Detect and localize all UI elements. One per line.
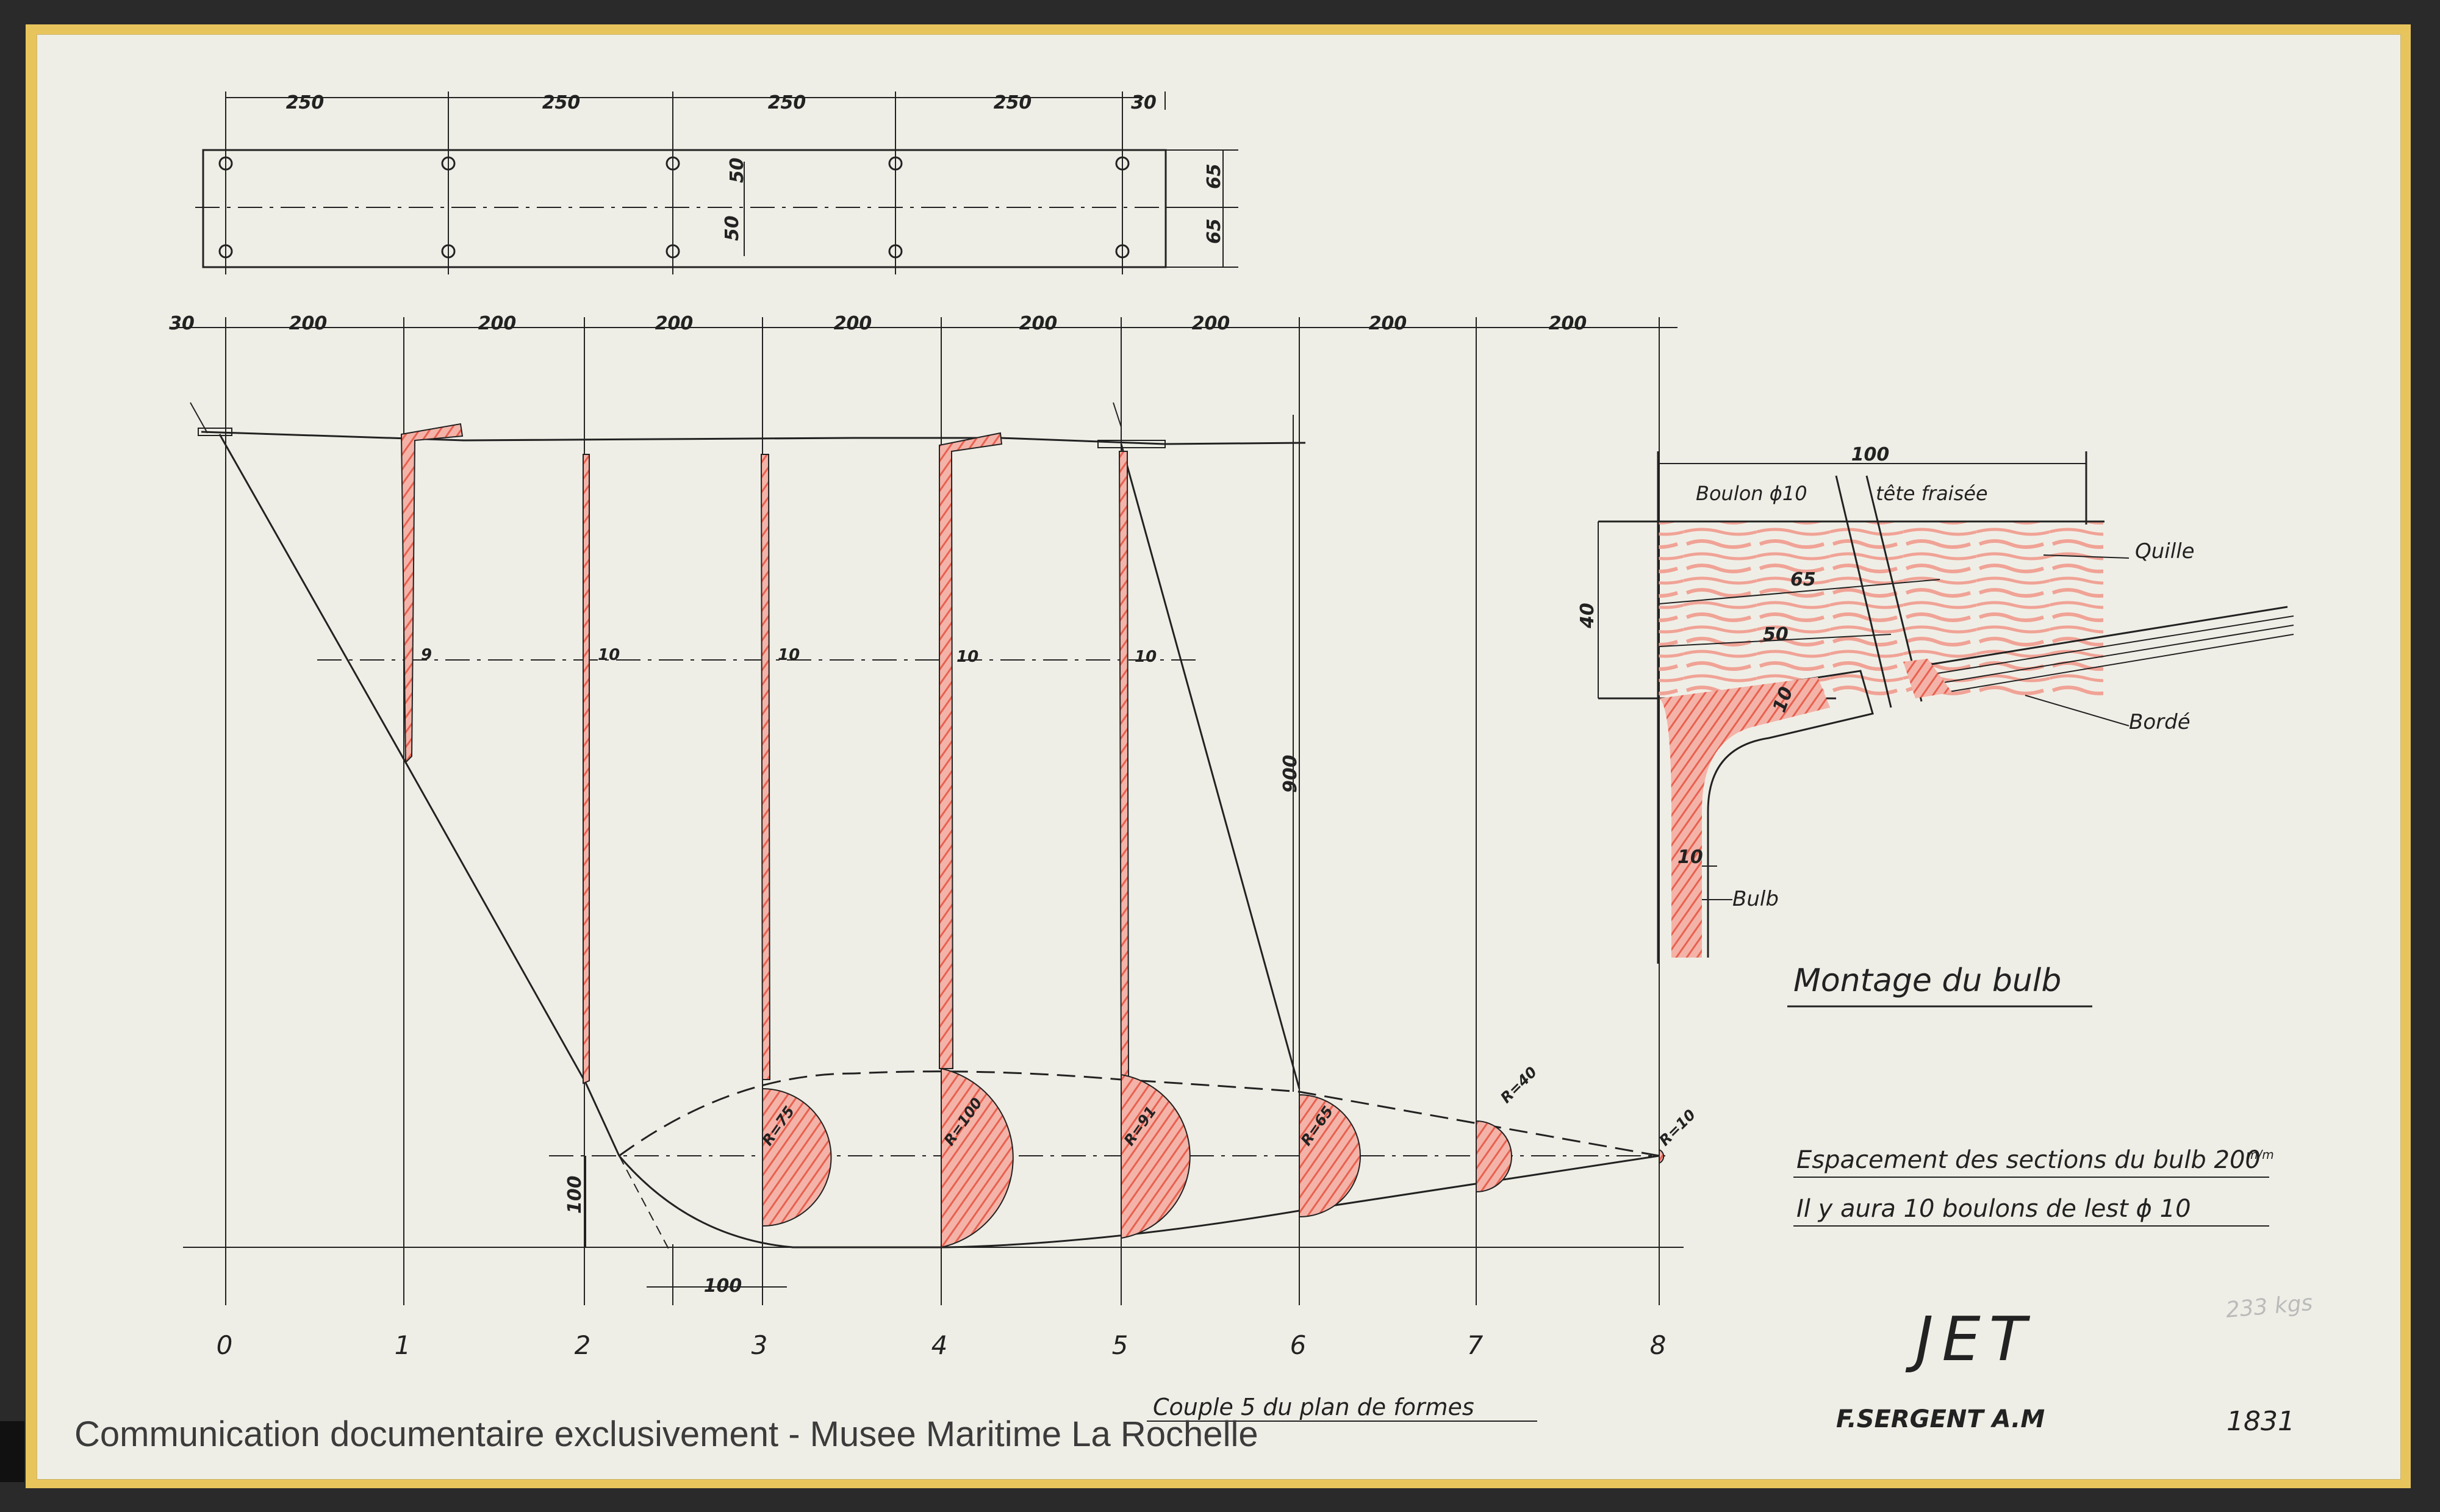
frame-sections xyxy=(400,423,1130,1084)
bulb-detail xyxy=(1598,451,2294,964)
frame-dim: 200 xyxy=(478,313,517,334)
note-spacing-unit: m/m xyxy=(2246,1147,2274,1162)
drawing-number: 1831 xyxy=(2226,1406,2295,1437)
frame-dim: 200 xyxy=(1549,313,1587,334)
station-number: 5 xyxy=(1112,1330,1128,1360)
plate-dim: 250 xyxy=(768,92,806,113)
mount-tape xyxy=(0,1421,24,1482)
frame-dim: 200 xyxy=(1192,313,1230,334)
station-number: 3 xyxy=(752,1330,768,1360)
reference-note: Couple 5 du plan de formes xyxy=(1153,1394,1474,1421)
thickness-label: 10 xyxy=(778,646,800,664)
station-number: 4 xyxy=(931,1330,948,1360)
ballast-plate xyxy=(202,149,1167,268)
bolt-hole xyxy=(888,156,903,171)
bolt-hole xyxy=(218,244,233,259)
station-number: 8 xyxy=(1650,1330,1667,1360)
bulb-outline-bottom xyxy=(618,1155,1660,1249)
bulb-label: Bulb xyxy=(1732,887,1779,911)
keel-label: Quille xyxy=(2135,539,2195,564)
frame-dim: 200 xyxy=(834,313,872,334)
plate-side-dim: 65 xyxy=(1204,218,1225,244)
note-bolts: Il y aura 10 boulons de lest ϕ 10 xyxy=(1796,1195,2191,1223)
detail-dim: 10 xyxy=(1678,847,1703,868)
detail-title: Montage du bulb xyxy=(1793,962,2061,999)
frame-dim: 200 xyxy=(1369,313,1407,334)
station-number: 1 xyxy=(395,1330,411,1360)
plate-dim: 250 xyxy=(994,92,1032,113)
radius-label: R=10 xyxy=(1656,1106,1699,1150)
boat-name: JET xyxy=(1905,1303,2035,1375)
thickness-label: 9 xyxy=(421,646,432,664)
countersunk-label: tête fraisée xyxy=(1876,482,1988,505)
thickness-label: 10 xyxy=(956,648,978,666)
plate-side-dim: 65 xyxy=(1204,163,1225,189)
drawing-sheet xyxy=(26,24,2411,1488)
bolt-hole xyxy=(666,244,680,259)
frame-dim: 200 xyxy=(655,313,694,334)
frame-dim: 200 xyxy=(1019,313,1058,334)
bolt-label: Boulon ϕ10 xyxy=(1696,482,1807,505)
station-number: 0 xyxy=(217,1330,233,1360)
bulb-depth-dim: 100 xyxy=(564,1175,586,1214)
frame-dim: 200 xyxy=(289,313,328,334)
bolt-hole xyxy=(441,244,456,259)
weight-note: 233 kgs xyxy=(2225,1291,2314,1323)
station-number: 7 xyxy=(1467,1330,1484,1360)
note-spacing: Espacement des sections du bulb 200 xyxy=(1796,1146,2261,1174)
thickness-label: 10 xyxy=(1135,648,1157,666)
thickness-label: 10 xyxy=(598,646,620,664)
bolt-hole xyxy=(888,244,903,259)
bolt-hole xyxy=(1115,244,1130,259)
planking-label: Bordé xyxy=(2129,710,2191,734)
plate-dim: 250 xyxy=(542,92,581,113)
tracing-paper xyxy=(37,34,2401,1480)
plate-dim: 30 xyxy=(1131,92,1157,113)
keel-profile xyxy=(218,434,620,1156)
bulb-offset-dim: 100 xyxy=(704,1275,742,1297)
author: F.SERGENT A.M xyxy=(1836,1405,2045,1433)
watermark: Communication documentaire exclusivement… xyxy=(74,1414,1258,1454)
hole-dim: 50 xyxy=(727,157,748,183)
station-number: 2 xyxy=(575,1330,591,1360)
bolt-hole xyxy=(441,156,456,171)
plate-dim: 250 xyxy=(286,92,325,113)
frame-dim: 30 xyxy=(169,313,195,334)
bolt-hole xyxy=(1115,156,1130,171)
bulb-sections xyxy=(762,1067,1665,1249)
height-dim: 900 xyxy=(1280,754,1301,793)
detail-width-dim: 100 xyxy=(1851,444,1890,465)
detail-dim: 50 xyxy=(1763,624,1789,645)
detail-dim: 65 xyxy=(1790,569,1816,590)
detail-dim: 40 xyxy=(1577,603,1598,629)
hole-dim: 50 xyxy=(722,215,743,241)
station-number: 6 xyxy=(1290,1330,1307,1360)
bolt-hole xyxy=(666,156,680,171)
radius-label: R=40 xyxy=(1497,1064,1540,1107)
bolt-hole xyxy=(218,156,233,171)
